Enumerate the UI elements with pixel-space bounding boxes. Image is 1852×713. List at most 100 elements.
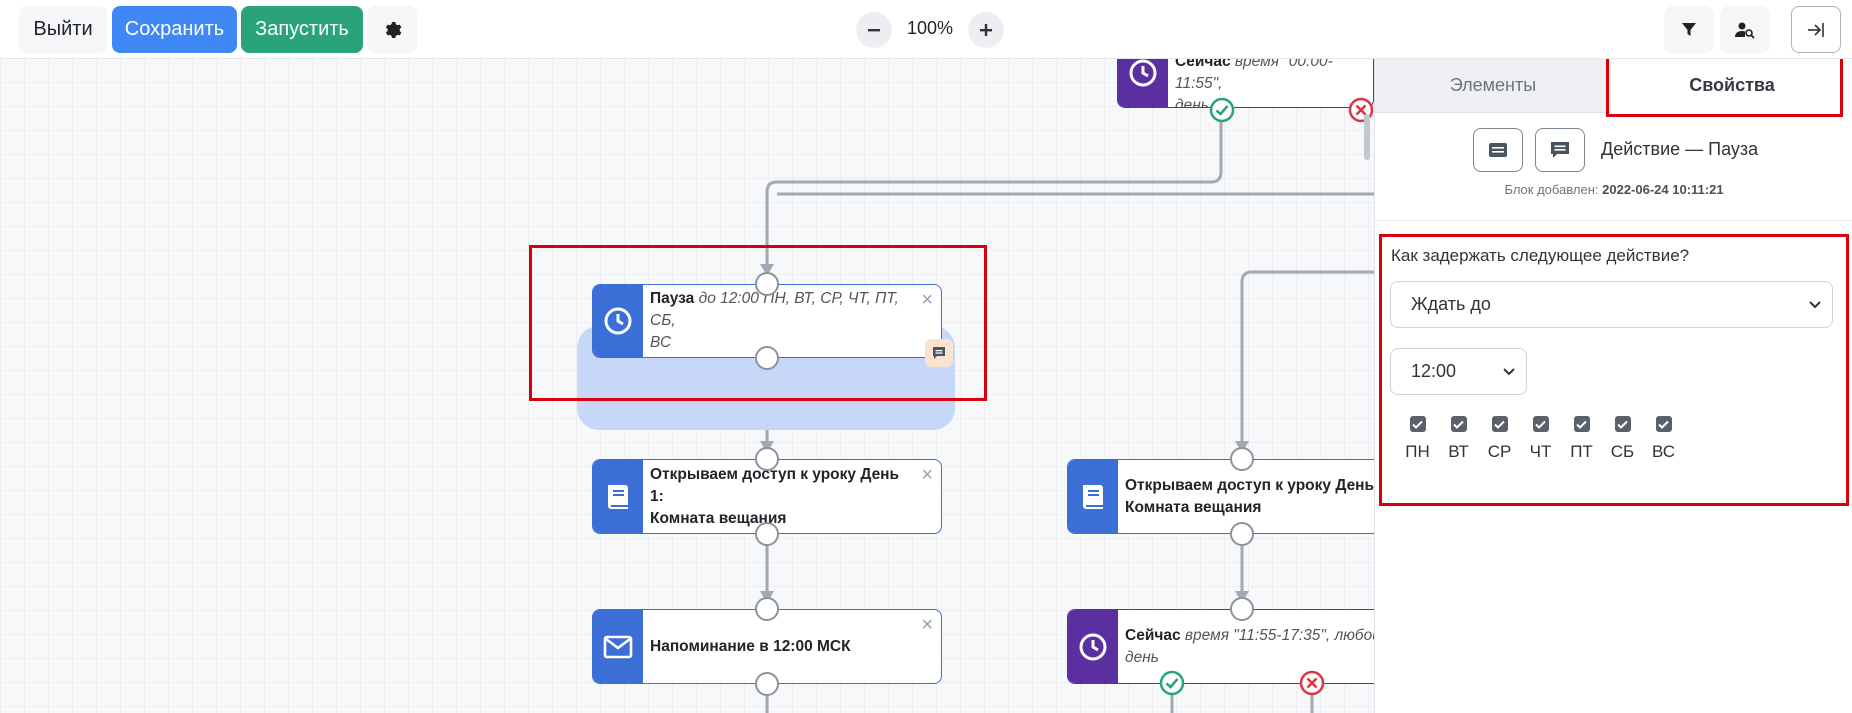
- weekday-sat[interactable]: СБ: [1602, 416, 1643, 462]
- weekday-label: ЧТ: [1529, 442, 1552, 461]
- weekday-mon[interactable]: ПН: [1397, 416, 1438, 462]
- user-search-button[interactable]: [1720, 6, 1770, 53]
- workflow-canvas[interactable]: Сейчас время "00:00-11:55", день Пауза д…: [0, 58, 1374, 713]
- envelope-icon: [603, 635, 633, 658]
- check-icon: [1535, 420, 1546, 429]
- input-port[interactable]: [1230, 447, 1254, 471]
- output-port[interactable]: [755, 522, 779, 546]
- checkbox-checked[interactable]: [1655, 416, 1672, 432]
- minus-icon: [868, 29, 880, 32]
- fail-port[interactable]: [1299, 670, 1325, 701]
- save-button[interactable]: Сохранить: [112, 6, 237, 53]
- comment-button[interactable]: [1535, 128, 1585, 172]
- delay-mode-value: Ждать до: [1411, 294, 1491, 314]
- weekday-label: ПН: [1405, 442, 1430, 461]
- settings-button[interactable]: [367, 6, 417, 53]
- check-icon: [1453, 420, 1464, 429]
- fail-port[interactable]: [1348, 97, 1374, 128]
- node-detail: до 12:00 ПН, ВТ, СР, ЧТ, ПТ, СБ,: [650, 290, 899, 329]
- user-search-icon: [1735, 22, 1755, 39]
- top-toolbar: Выйти Сохранить Запустить 100%: [0, 0, 1852, 59]
- zoom-in-button[interactable]: [968, 12, 1004, 48]
- clock-icon: [604, 307, 632, 335]
- weekday-tue[interactable]: ВТ: [1438, 416, 1479, 462]
- block-added-info: Блок добавлен: 2022-06-24 10:11:21: [1375, 182, 1852, 197]
- checkbox-checked[interactable]: [1491, 416, 1508, 432]
- check-circle-icon: [1209, 97, 1235, 123]
- cross-circle-icon: [1348, 97, 1374, 123]
- node-title: Напоминание в 12:00 МСК: [650, 637, 851, 655]
- zoom-level: 100%: [906, 18, 954, 38]
- book-icon: [608, 484, 628, 509]
- node-title: Открываем доступ к уроку День 1:: [1125, 476, 1374, 494]
- text-box-icon: [1489, 143, 1507, 157]
- access-lesson-node-left[interactable]: Открываем доступ к уроку День 1: Комната…: [592, 459, 942, 534]
- node-title: Сейчас: [1175, 58, 1231, 70]
- node-title: Пауза: [650, 290, 695, 307]
- book-icon: [1083, 484, 1103, 509]
- check-icon: [1412, 420, 1423, 429]
- text-view-button[interactable]: [1473, 128, 1523, 172]
- checkbox-checked[interactable]: [1573, 416, 1590, 432]
- input-port[interactable]: [755, 447, 779, 471]
- check-icon: [1658, 420, 1669, 429]
- node-title: Сейчас: [1125, 626, 1181, 644]
- block-added-label: Блок добавлен:: [1504, 182, 1599, 197]
- delay-question-label: Как задержать следующее действие?: [1391, 246, 1690, 265]
- tab-properties[interactable]: Свойства: [1611, 58, 1852, 112]
- comment-icon: [933, 347, 945, 359]
- weekday-label: ВТ: [1448, 442, 1469, 461]
- weekday-thu[interactable]: ЧТ: [1520, 416, 1561, 462]
- time-select[interactable]: 12:00: [1390, 348, 1527, 395]
- access-lesson-node-right[interactable]: Открываем доступ к уроку День 1: Комната…: [1067, 459, 1374, 534]
- success-port[interactable]: [1209, 97, 1235, 128]
- input-port[interactable]: [1230, 597, 1254, 621]
- output-port[interactable]: [755, 672, 779, 696]
- checkbox-checked[interactable]: [1450, 416, 1467, 432]
- weekday-label: ПТ: [1570, 442, 1593, 461]
- comment-icon: [1551, 142, 1569, 158]
- weekday-fri[interactable]: ПТ: [1561, 416, 1602, 462]
- output-port[interactable]: [755, 346, 779, 370]
- check-icon: [1576, 420, 1587, 429]
- weekday-wed[interactable]: СР: [1479, 416, 1520, 462]
- block-title: Действие — Пауза: [1601, 139, 1759, 159]
- zoom-out-button[interactable]: [856, 12, 892, 48]
- condition-node-now-top[interactable]: Сейчас время "00:00-11:55", день: [1117, 58, 1374, 108]
- condition-node-now-bottom[interactable]: Сейчас время "11:55-17:35", любой день: [1067, 609, 1374, 684]
- node-title: Открываем доступ к уроку День 1:: [650, 465, 900, 505]
- success-port[interactable]: [1159, 670, 1185, 701]
- panel-tabs: Элементы Свойства: [1375, 58, 1852, 113]
- tab-elements[interactable]: Элементы: [1375, 58, 1611, 113]
- weekday-sun[interactable]: ВС: [1643, 416, 1684, 462]
- delay-mode-select[interactable]: Ждать до: [1390, 281, 1833, 328]
- input-port[interactable]: [755, 597, 779, 621]
- filter-button[interactable]: [1664, 6, 1714, 53]
- collapse-right-icon: [1808, 22, 1824, 37]
- node-title-2: Комната вещания: [650, 509, 787, 527]
- collapse-panel-button[interactable]: [1791, 6, 1841, 53]
- node-title-2: Комната вещания: [1125, 498, 1262, 516]
- filter-icon: [1682, 22, 1696, 36]
- checkbox-checked[interactable]: [1614, 416, 1631, 432]
- comment-badge[interactable]: [925, 339, 953, 367]
- run-button[interactable]: Запустить: [241, 6, 363, 53]
- close-icon[interactable]: ×: [921, 289, 933, 311]
- close-icon[interactable]: ×: [921, 614, 933, 636]
- cross-circle-icon: [1299, 670, 1325, 696]
- chevron-down-icon: [1503, 367, 1515, 375]
- node-detail-2: день: [1175, 97, 1209, 108]
- check-icon: [1494, 420, 1505, 429]
- exit-button[interactable]: Выйти: [19, 6, 107, 53]
- plus-icon: [980, 24, 992, 36]
- output-port[interactable]: [1230, 522, 1254, 546]
- canvas-scrollbar[interactable]: [1364, 114, 1370, 160]
- close-icon[interactable]: ×: [921, 464, 933, 486]
- input-port[interactable]: [755, 272, 779, 296]
- node-detail-2: ВС: [650, 334, 672, 351]
- checkbox-checked[interactable]: [1409, 416, 1426, 432]
- checkbox-checked[interactable]: [1532, 416, 1549, 432]
- check-icon: [1617, 420, 1628, 429]
- weekday-label: СБ: [1610, 442, 1635, 461]
- weekday-label: ВС: [1651, 442, 1676, 461]
